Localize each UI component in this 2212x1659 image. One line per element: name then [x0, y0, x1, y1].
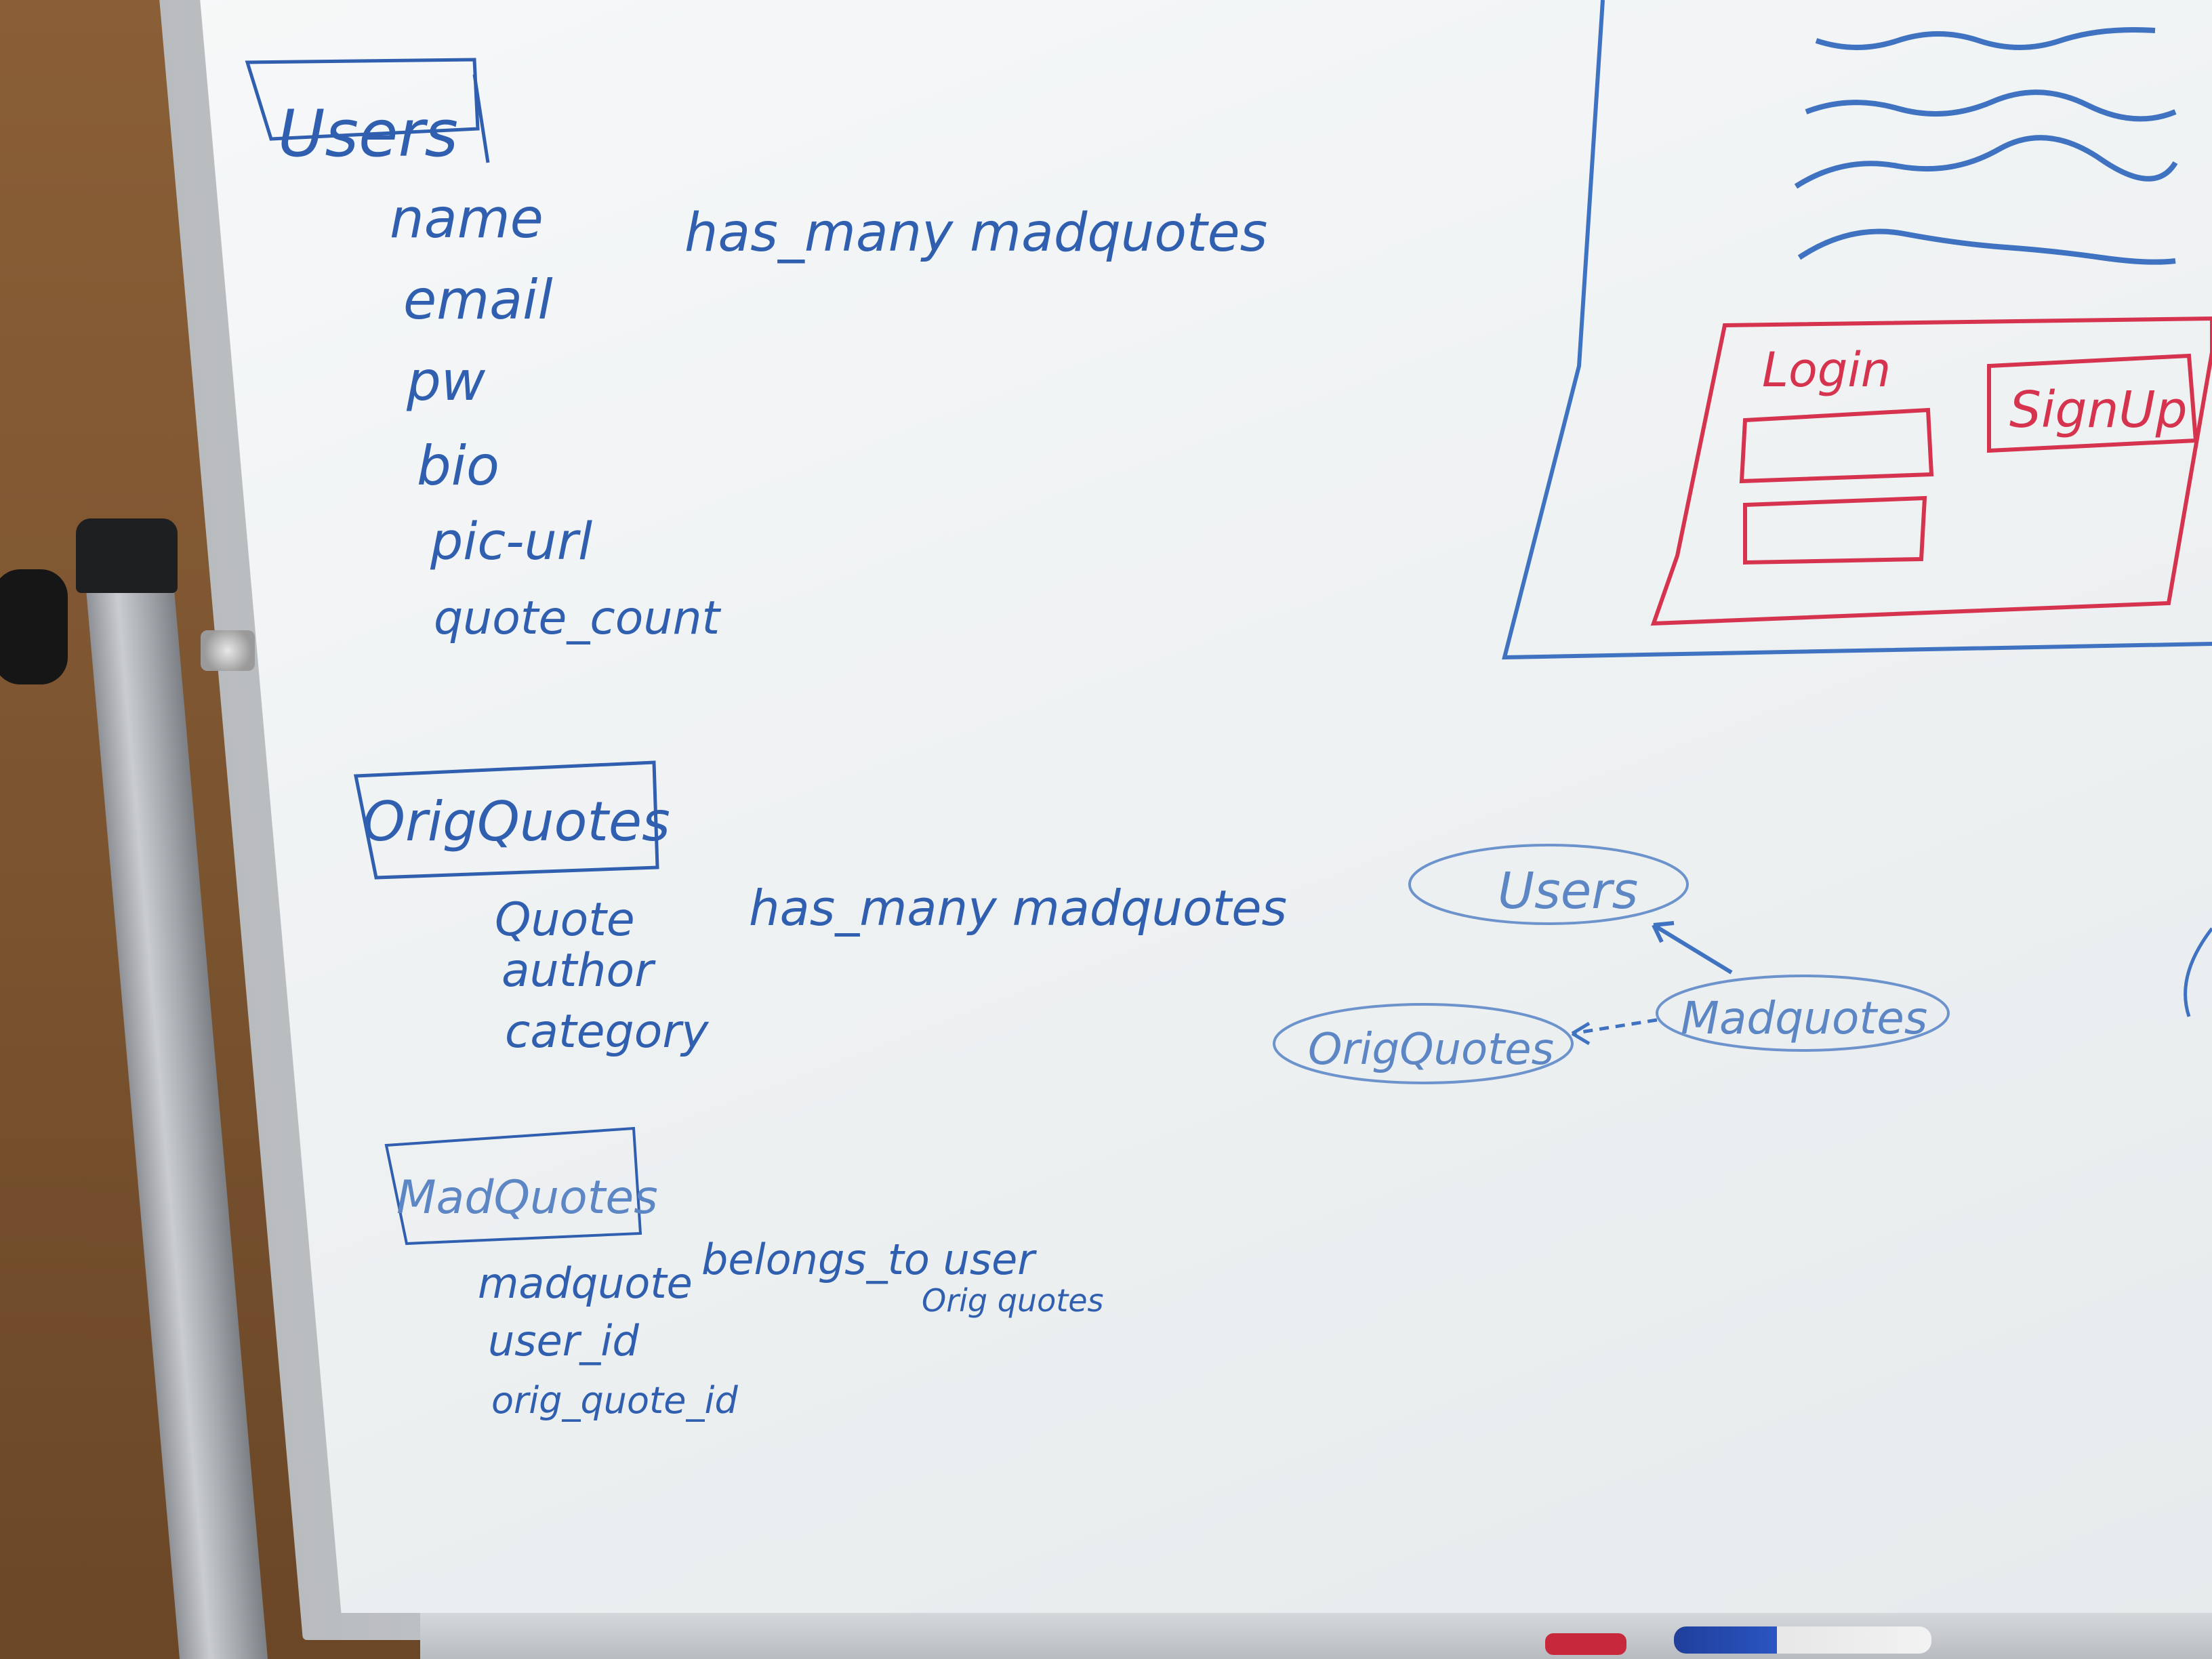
madquotes-relation-extra: Orig quotes — [922, 1282, 1104, 1319]
origquotes-field-category: category — [505, 1005, 709, 1059]
origquotes-relation: has_many madquotes — [749, 880, 1287, 937]
signup-label: SignUp — [2009, 381, 2188, 439]
wireframe-outline — [1502, 0, 2212, 660]
diagram-node-users-label: Users — [1498, 862, 1638, 920]
login-label: Login — [1762, 342, 1891, 398]
users-box-stroke — [472, 74, 490, 163]
madquotes-field-user-id: user_id — [488, 1316, 639, 1366]
origquotes-field-author: author — [501, 944, 656, 998]
users-field-quote-count: quote_count — [434, 592, 722, 645]
login-password-field — [1743, 495, 1927, 565]
red-marker — [1545, 1633, 1626, 1655]
text-scribble-line — [1794, 135, 2178, 189]
diagram-node-madquotes-label: Madquotes — [1681, 992, 1927, 1044]
login-username-field — [1739, 407, 1934, 484]
stand-knob — [0, 569, 68, 684]
stand-post-cap — [76, 518, 178, 593]
origquotes-table: OrigQuotes Quote author category has_man… — [353, 760, 1287, 1059]
madquotes-relation: belongs_to user — [701, 1235, 1037, 1284]
users-title: Users — [278, 97, 458, 171]
blue-marker — [1674, 1626, 1931, 1654]
diagram-node-origquotes-label: OrigQuotes — [1308, 1025, 1554, 1075]
diagram-node-users — [1408, 844, 1689, 925]
signup-button-outline — [1987, 353, 2198, 453]
arrow-madquotes-to-origquotes — [1572, 1018, 1658, 1036]
text-scribble-line — [1805, 89, 2177, 122]
arrow-madquotes-to-users — [1652, 923, 1733, 975]
origquotes-field-quote: Quote — [495, 893, 635, 947]
madquotes-title: MadQuotes — [396, 1171, 658, 1225]
relationship-diagram: Users Madquotes OrigQuotes — [1273, 844, 2212, 1084]
frame-bolt — [201, 630, 255, 671]
arrowhead — [1652, 921, 1675, 943]
users-field-bio: bio — [417, 434, 499, 497]
madquotes-table: MadQuotes madquote user_id orig_quote_id… — [384, 1126, 1104, 1422]
partial-shape-edge — [2184, 927, 2212, 1017]
diagram-node-origquotes — [1273, 1003, 1574, 1084]
login-panel-outline — [1650, 316, 2212, 626]
origquotes-title: OrigQuotes — [363, 790, 670, 853]
users-table: Users name email pw bio pic-url quote_co… — [245, 58, 1267, 645]
users-field-name: name — [390, 187, 544, 250]
users-field-pic-url: pic-url — [430, 511, 592, 571]
madquotes-title-box — [384, 1126, 642, 1246]
text-scribble-line — [1815, 27, 2156, 50]
madquotes-field-madquote: madquote — [478, 1258, 693, 1308]
page-wireframe: Login SignUp — [1502, 0, 2212, 660]
origquotes-title-box — [353, 760, 659, 880]
users-relation: has_many madquotes — [684, 203, 1267, 264]
users-title-box — [245, 58, 480, 141]
diagram-node-madquotes — [1656, 975, 1950, 1052]
users-field-email: email — [403, 268, 553, 331]
arrowhead — [1571, 1021, 1591, 1046]
madquotes-field-orig-quote-id: orig_quote_id — [491, 1379, 738, 1422]
text-scribble-line — [1797, 228, 2176, 265]
users-field-pw: pw — [406, 350, 486, 413]
